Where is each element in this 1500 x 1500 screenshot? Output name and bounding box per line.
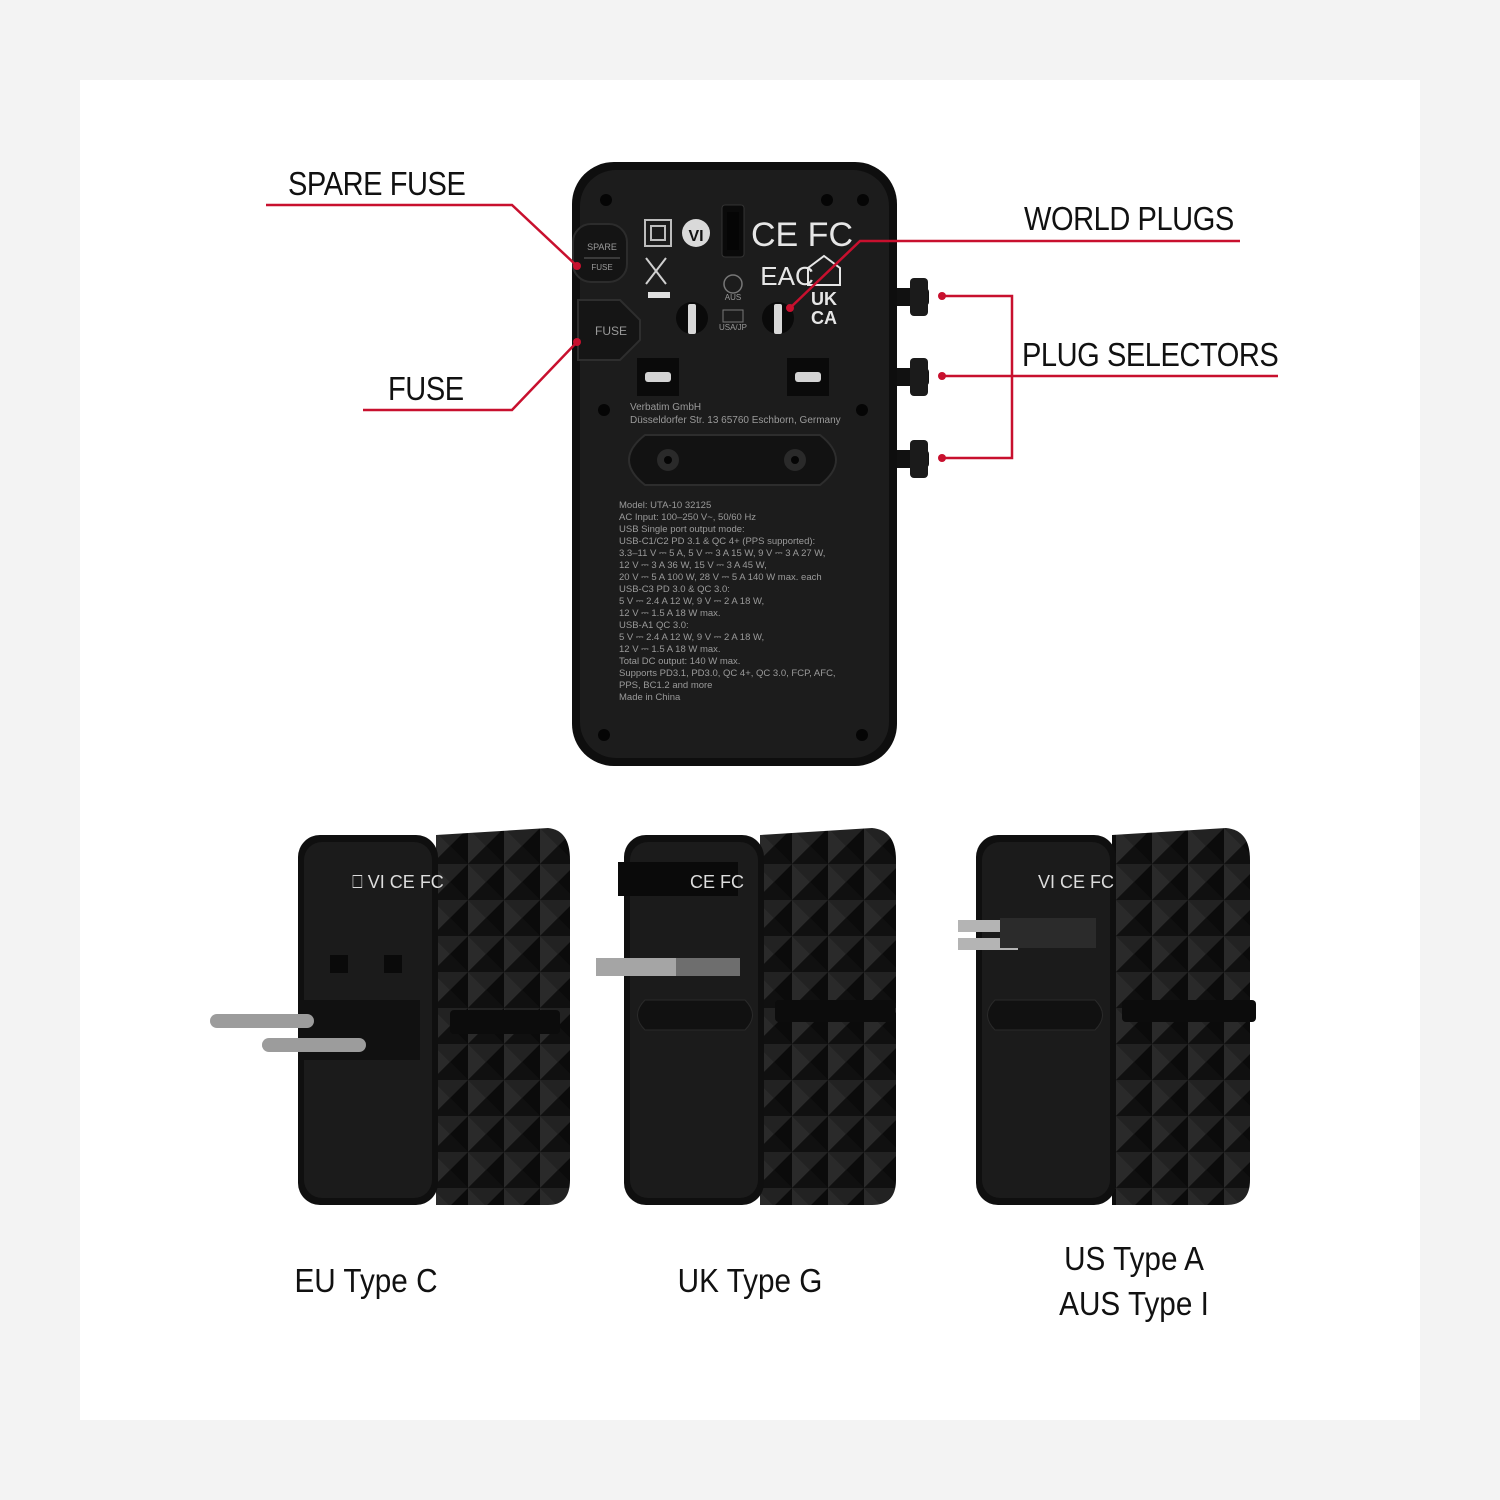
svg-text:AUS: AUS (725, 293, 741, 302)
svg-text:Verbatim GmbH: Verbatim GmbH (630, 402, 701, 413)
adapter-eu-variant: ⎕ VI CE FC (210, 828, 570, 1205)
svg-text:EAC: EAC (760, 261, 813, 291)
spec-line: Model: UTA-10 32125 (619, 500, 711, 511)
callout-spare-fuse: SPARE FUSE (288, 165, 466, 202)
callout-fuse: FUSE (388, 370, 464, 407)
eu-socket (628, 434, 837, 486)
spec-line: 12 V ⎓ 3 A 36 W, 15 V ⎓ 3 A 45 W, (619, 560, 767, 571)
caption-eu-type-c: EU Type C (294, 1262, 438, 1299)
spec-line: USB-C1/C2 PD 3.1 & QC 4+ (PPS supported)… (619, 536, 815, 547)
caption-us-type-a: US Type A (1064, 1240, 1204, 1277)
svg-text:VI: VI (688, 228, 703, 245)
adapter-uk-variant: CE FC (596, 828, 896, 1205)
certification-marks: VI CE FC EAC UK CA AUS USA/JP (644, 204, 853, 332)
spec-line: USB-C3 PD 3.0 & QC 3.0: (619, 584, 730, 595)
svg-text:Düsseldorfer Str. 13 65760 Esc: Düsseldorfer Str. 13 65760 Eschborn, Ger… (630, 415, 841, 426)
spec-line: 20 V ⎓ 5 A 100 W, 28 V ⎓ 5 A 140 W max. … (619, 572, 822, 583)
spec-line: AC Input: 100–250 V~, 50/60 Hz (619, 512, 756, 523)
spec-line: 12 V ⎓ 1.5 A 18 W max. (619, 608, 721, 619)
svg-text:FUSE: FUSE (595, 324, 627, 338)
spec-line: Made in China (619, 692, 681, 703)
spec-line: PPS, BC1.2 and more (619, 680, 712, 691)
caption-uk-type-g: UK Type G (677, 1262, 823, 1299)
spec-line: USB Single port output mode: (619, 524, 745, 535)
world-plug-sockets (676, 302, 794, 334)
svg-text:VI CE FC: VI CE FC (1038, 872, 1114, 892)
svg-text:CE FC: CE FC (751, 216, 853, 254)
spec-line: USB-A1 QC 3.0: (619, 620, 689, 631)
main-adapter: SPARE FUSE FUSE VI CE FC EAC UK CA AUS U… (572, 162, 929, 766)
fuse-cap[interactable]: FUSE (577, 299, 641, 361)
svg-text:⎕ VI CE FC: ⎕ VI CE FC (352, 872, 444, 892)
spec-line: 5 V ⎓ 2.4 A 12 W, 9 V ⎓ 2 A 18 W, (619, 632, 764, 643)
svg-text:CE FC: CE FC (690, 872, 744, 892)
spec-line: 3.3–11 V ⎓ 5 A, 5 V ⎓ 3 A 15 W, 9 V ⎓ 3 … (619, 548, 825, 559)
caption-aus-type-i: AUS Type I (1059, 1285, 1209, 1322)
spec-line: Total DC output: 140 W max. (619, 656, 740, 667)
callout-dots (573, 262, 946, 462)
svg-text:CA: CA (811, 308, 837, 328)
plug-selector-buttons (893, 278, 929, 478)
spec-line: 5 V ⎓ 2.4 A 12 W, 9 V ⎓ 2 A 18 W, (619, 596, 764, 607)
svg-text:USA/JP: USA/JP (719, 323, 747, 332)
spec-line: Supports PD3.1, PD3.0, QC 4+, QC 3.0, FC… (619, 668, 836, 679)
adapter-us-variant: VI CE FC (958, 828, 1256, 1205)
svg-text:FUSE: FUSE (591, 263, 612, 272)
usb-ports (637, 358, 829, 396)
callout-plug-selectors: PLUG SELECTORS (1022, 336, 1279, 373)
svg-text:UK: UK (811, 289, 837, 309)
spare-fuse-cap[interactable]: SPARE FUSE (572, 223, 628, 283)
svg-text:SPARE: SPARE (587, 242, 617, 252)
spec-line: 12 V ⎓ 1.5 A 18 W max. (619, 644, 721, 655)
callout-lines (266, 203, 1240, 460)
callout-world-plugs: WORLD PLUGS (1024, 200, 1234, 237)
